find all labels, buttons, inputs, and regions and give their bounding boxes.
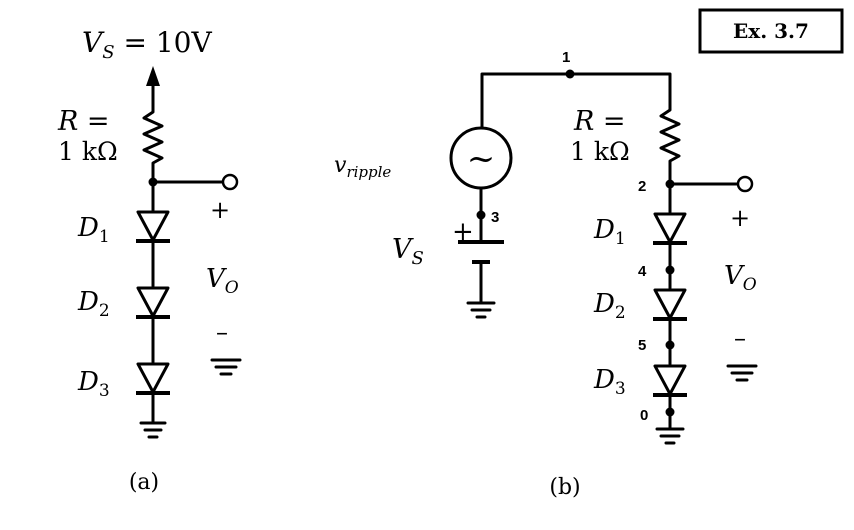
diode-label-d3-a: D3 xyxy=(77,367,110,401)
node-dot-a xyxy=(148,177,158,187)
ground-icon-a xyxy=(139,421,167,439)
resistor-b xyxy=(659,104,681,168)
node-dot-5 xyxy=(665,340,675,350)
top-wire-b xyxy=(480,72,672,132)
diode-d1-a xyxy=(136,210,170,242)
circuit-b: 1 ~ vripple 3 + VS R = 1 kΩ 2 D1 xyxy=(334,49,758,500)
node-dot-3 xyxy=(476,210,486,220)
diode-d2-a xyxy=(136,286,170,318)
node-label-2: 2 xyxy=(638,178,646,195)
resistor-label-a-line1: R = xyxy=(57,106,110,137)
diode-d2-b xyxy=(653,288,687,320)
node-label-1: 1 xyxy=(562,49,570,66)
resistor-label-b-line2: 1 kΩ xyxy=(570,137,630,166)
circuit-a: VS = 10V R = 1 kΩ D1 D2 D3 + xyxy=(57,26,242,495)
output-plus-a: + xyxy=(210,196,230,224)
node-dot-0 xyxy=(665,407,675,417)
example-label-frame xyxy=(698,8,844,54)
output-terminal-a[interactable] xyxy=(221,173,239,191)
source-plus-b: + xyxy=(452,217,474,247)
node-dot-4 xyxy=(665,265,675,275)
resistor-a xyxy=(142,106,164,167)
source-label-b: VS xyxy=(392,234,424,269)
ripple-symbol-icon: ~ xyxy=(467,139,496,179)
resistor-label-a-line2: 1 kΩ xyxy=(58,137,118,166)
ground-icon-b xyxy=(655,427,685,445)
example-label: Ex. 3.7 xyxy=(733,19,809,43)
diode-d3-b xyxy=(653,364,687,396)
output-minus-a: – xyxy=(216,318,228,346)
output-plus-b: + xyxy=(730,204,750,232)
node-label-0: 0 xyxy=(640,407,648,424)
caption-b: (b) xyxy=(549,475,580,500)
output-minus-b: – xyxy=(734,324,746,352)
caption-a: (a) xyxy=(129,470,159,495)
node-label-4: 4 xyxy=(638,263,647,280)
output-label-b: VO xyxy=(724,261,757,295)
node-label-5: 5 xyxy=(638,337,646,354)
resistor-label-b-line1: R = xyxy=(573,106,626,137)
ground-icon-b-source xyxy=(466,301,496,319)
supply-label-a: VS = 10V xyxy=(82,26,212,63)
output-ground-icon-b xyxy=(726,364,758,382)
output-label-a: VO xyxy=(206,264,239,298)
output-ground-icon-a xyxy=(210,358,242,376)
output-terminal-b[interactable] xyxy=(736,175,754,193)
diode-label-d1-a: D1 xyxy=(77,213,110,247)
diode-label-d2-b: D2 xyxy=(593,289,626,323)
example-label-box: Ex. 3.7 xyxy=(698,8,844,54)
node-label-3: 3 xyxy=(491,209,499,226)
diode-d1-b xyxy=(653,212,687,244)
ripple-label: vripple xyxy=(334,153,391,181)
diode-label-d1-b: D1 xyxy=(593,215,626,249)
node-dot-2 xyxy=(665,179,675,189)
diode-label-d3-b: D3 xyxy=(593,365,626,399)
node-dot-1 xyxy=(565,69,575,79)
diode-label-d2-a: D2 xyxy=(77,287,110,321)
diode-d3-a xyxy=(136,362,170,394)
supply-arrow-icon xyxy=(146,66,160,86)
